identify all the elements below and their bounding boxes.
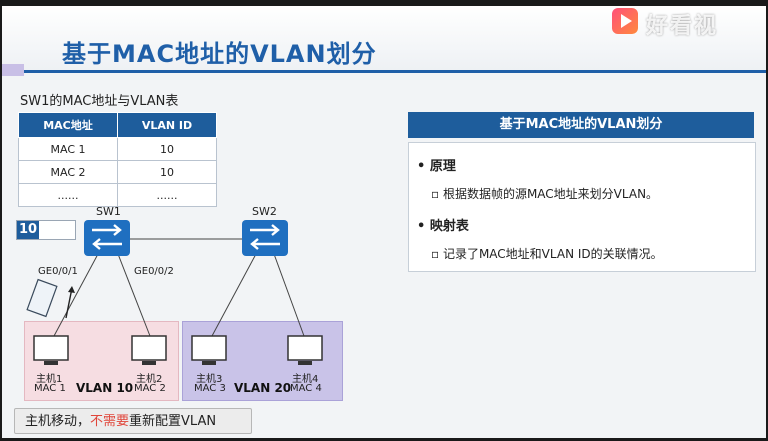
switch-icon: [242, 220, 288, 256]
sub-bullet: ▫ 根据数据帧的源MAC地址来划分VLAN。: [431, 187, 659, 201]
host-name: 主机3: [196, 374, 223, 385]
moving-host-icon: [26, 278, 58, 318]
table-cell: 10: [117, 160, 217, 184]
note-text: 重新配置VLAN: [129, 414, 217, 429]
logo-text: 好看视: [646, 14, 719, 39]
sub-bullet: ▫ 记录了MAC地址和VLAN ID的关联情况。: [431, 247, 663, 261]
watermark-logo: 好看视: [608, 6, 758, 39]
vlan-tag-value: 10: [17, 221, 39, 239]
section-title: 原理: [429, 159, 456, 174]
pc-icon: [287, 335, 323, 365]
note-emphasis: 不需要: [90, 414, 130, 429]
vlan-tag-box: 10: [16, 220, 76, 240]
note-text: 主机移动，: [25, 414, 91, 429]
mac-vlan-table: MAC地址 VLAN ID MAC 1 10 MAC 2 10 ...... .…: [18, 112, 217, 207]
pc-icon: [131, 335, 167, 365]
sw2-label: SW2: [252, 205, 277, 218]
arrow-head-icon: [68, 286, 75, 293]
port-label-left: GE0/0/1: [38, 266, 78, 277]
slide-title: 基于MAC地址的VLAN划分: [62, 40, 377, 68]
port-label-right: GE0/0/2: [134, 266, 174, 277]
vlan20-label: VLAN 20: [234, 381, 292, 395]
section-text: 根据数据帧的源MAC地址来划分VLAN。: [442, 187, 659, 201]
table-cell: ......: [117, 183, 217, 207]
link-host2: [117, 253, 151, 337]
info-panel: • 原理 ▫ 根据数据帧的源MAC地址来划分VLAN。 • 映射表 ▫ 记录了M…: [408, 142, 756, 272]
panel-header: 基于MAC地址的VLAN划分: [408, 112, 754, 138]
link-host1: [53, 253, 99, 337]
table-row: MAC 2 10: [18, 160, 217, 184]
bullet-title: • 原理: [417, 159, 456, 174]
switch-icon: [84, 220, 130, 256]
section-text: 记录了MAC地址和VLAN ID的关联情况。: [442, 247, 663, 261]
move-arrow: [65, 287, 73, 319]
title-underline: [2, 70, 766, 73]
link-host3: [211, 253, 257, 337]
link-host4: [273, 253, 305, 337]
table-header-vlan: VLAN ID: [117, 112, 217, 138]
slide: 基于MAC地址的VLAN划分 好看视 SW1的MAC地址与VLAN表 MAC地址…: [2, 6, 766, 438]
play-logo-icon: [612, 8, 638, 34]
section-title: 映射表: [429, 219, 469, 234]
host-mac: MAC 2: [134, 383, 166, 394]
topology-diagram: [26, 220, 323, 365]
host-name: 主机2: [136, 374, 163, 385]
decorative-bar: [2, 64, 24, 76]
table-cell: ......: [18, 183, 118, 207]
table-caption: SW1的MAC地址与VLAN表: [20, 94, 179, 109]
table-cell: MAC 2: [18, 160, 118, 184]
sw1-label: SW1: [96, 205, 121, 218]
host-name: 主机4: [292, 374, 319, 385]
vlan10-label: VLAN 10: [76, 381, 134, 395]
callout-note: 主机移动，不需要重新配置VLAN: [14, 408, 252, 434]
pc-icon: [191, 335, 227, 365]
host-name: 主机1: [36, 374, 63, 385]
pc-icon: [33, 335, 69, 365]
table-row: ...... ......: [18, 183, 217, 207]
host-mac: MAC 1: [34, 383, 66, 394]
host-mac: MAC 3: [194, 383, 226, 394]
title-bar: 基于MAC地址的VLAN划分: [2, 6, 766, 70]
host-mac: MAC 4: [290, 383, 322, 394]
bullet-title: • 映射表: [417, 219, 469, 234]
